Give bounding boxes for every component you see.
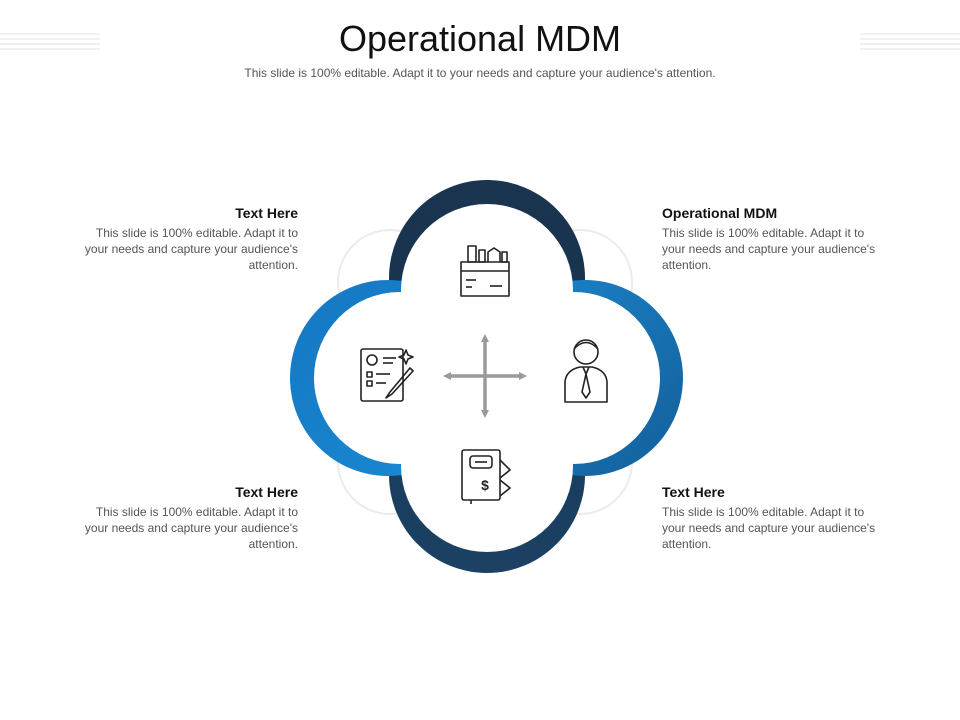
page-title: Operational MDM	[338, 18, 622, 59]
businessman-icon	[564, 339, 608, 403]
cloud-diagram: $	[290, 180, 683, 573]
invoice-dollar-icon: $	[461, 449, 511, 504]
text-block-body: This slide is 100% editable. Adapt it to…	[662, 226, 876, 272]
header-decoration-right	[860, 30, 960, 52]
text-block-heading: Operational MDM	[662, 205, 778, 221]
toolbox-icon	[460, 245, 510, 297]
svg-text:$: $	[481, 477, 489, 493]
inner-white-cloud	[314, 204, 660, 552]
text-block-heading: Text Here	[235, 484, 298, 500]
header-decoration-left	[0, 30, 100, 52]
text-block-top-right: Operational MDM This slide is 100% edita…	[662, 205, 877, 273]
text-block-bottom-right: Text Here This slide is 100% editable. A…	[662, 484, 877, 552]
text-block-heading: Text Here	[235, 205, 298, 221]
text-block-body: This slide is 100% editable. Adapt it to…	[84, 505, 298, 551]
text-block-bottom-left: Text Here This slide is 100% editable. A…	[83, 484, 298, 552]
four-way-arrow-icon	[443, 334, 527, 418]
checklist-pen-icon	[360, 348, 414, 402]
text-block-heading: Text Here	[662, 484, 725, 500]
page-subtitle: This slide is 100% editable. Adapt it to…	[244, 66, 716, 80]
text-block-top-left: Text Here This slide is 100% editable. A…	[83, 205, 298, 273]
text-block-body: This slide is 100% editable. Adapt it to…	[662, 505, 876, 551]
text-block-body: This slide is 100% editable. Adapt it to…	[84, 226, 298, 272]
